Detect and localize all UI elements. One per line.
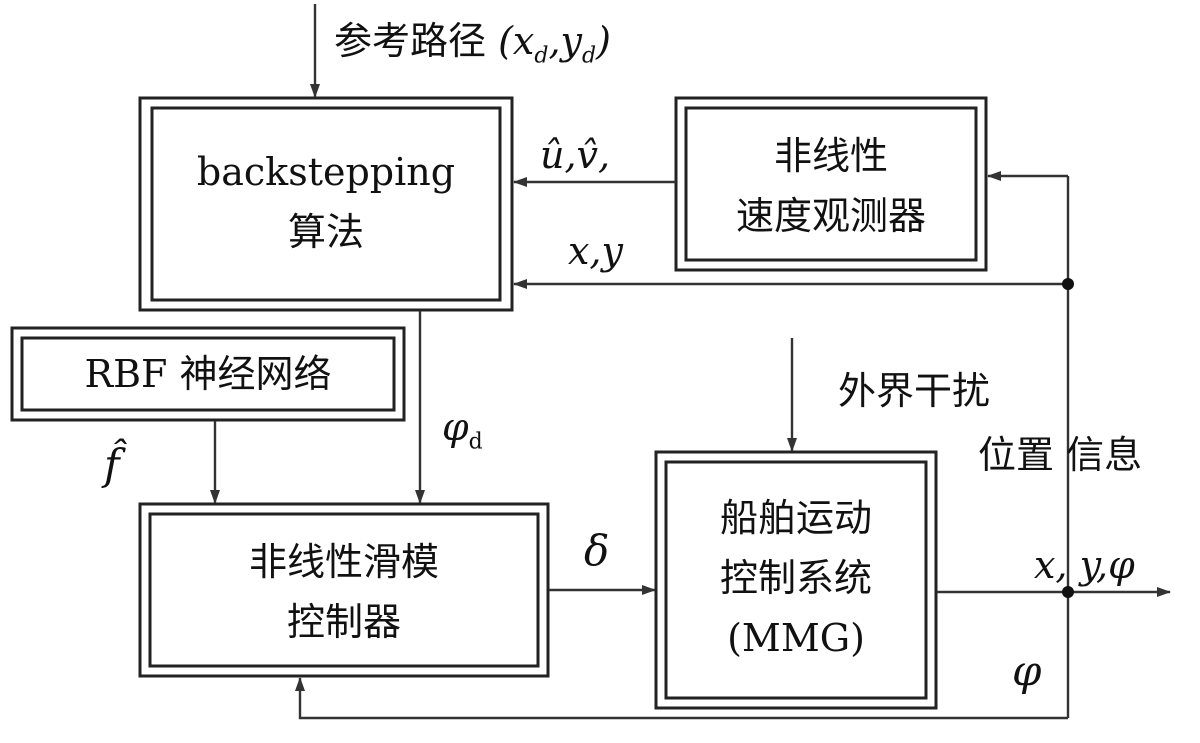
smc-line2: 控制器	[286, 600, 401, 644]
junction-dot-bottom	[1062, 586, 1074, 598]
observer-output-label: û,v̂,	[540, 133, 611, 177]
observer-block	[674, 96, 988, 272]
observer-line2: 速度观测器	[735, 194, 926, 238]
ship-label: 船舶运动 控制系统 (MMG)	[666, 488, 926, 668]
observer-label: 非线性 速度观测器	[686, 126, 976, 246]
disturbance-label: 外界干扰	[838, 369, 991, 413]
phi-d-label: φd	[442, 408, 483, 454]
ref-comma: ,y	[548, 19, 583, 63]
output-vars-label: x, y,φ	[1034, 543, 1135, 587]
reference-text: 参考路径	[334, 19, 487, 63]
smc-line1: 非线性滑模	[248, 540, 439, 584]
junction-dot-top	[1062, 278, 1074, 290]
ship-line3: (MMG)	[727, 616, 865, 660]
rbf-label: RBF 神经网络	[84, 352, 332, 396]
observer-line1: 非线性	[773, 134, 888, 178]
ref-close: )	[596, 19, 611, 63]
rbf-block	[10, 326, 406, 422]
ref-open: (x	[498, 19, 535, 63]
ship-line1: 船舶运动	[719, 496, 872, 540]
backstepping-line1: backstepping	[196, 150, 456, 194]
ship-block	[654, 450, 938, 710]
f-hat-label: f̂	[104, 440, 120, 489]
phi-feedback-label: φ	[1012, 646, 1042, 695]
ref-sub-2: d	[582, 43, 597, 69]
backstepping-block	[138, 96, 514, 312]
ship-line2: 控制系统	[719, 556, 872, 600]
xy-feedback-label: x,y	[568, 229, 623, 273]
phi-d-symbol: φ	[442, 405, 469, 449]
backstepping-line2: 算法	[287, 210, 364, 254]
backstepping-label: backstepping 算法	[152, 142, 500, 262]
phi-d-subscript: d	[468, 429, 483, 455]
smc-block	[138, 502, 550, 678]
position-info-label: 位置 信息	[978, 433, 1143, 477]
smc-label: 非线性滑模 控制器	[150, 532, 538, 652]
ref-sub-1: d	[534, 43, 549, 69]
reference-vars: (xd,yd)	[498, 19, 611, 67]
reference-label: 参考路径 (xd,yd)	[334, 22, 611, 68]
phi-feedback-arrow	[295, 677, 1068, 720]
delta-label: δ	[584, 526, 610, 575]
